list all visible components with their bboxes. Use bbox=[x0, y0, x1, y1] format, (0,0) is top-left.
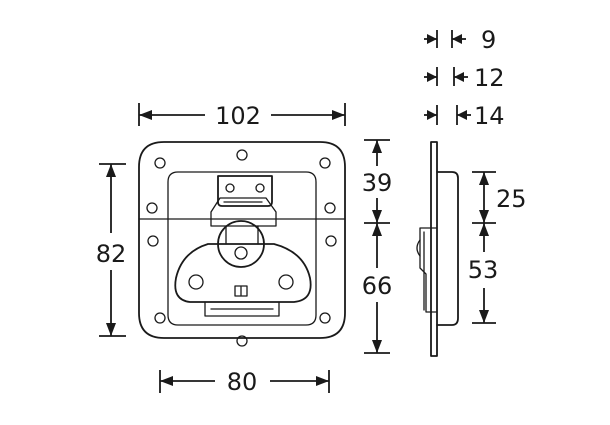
lock-marker bbox=[234, 285, 248, 297]
lever-boss-inner bbox=[234, 246, 248, 260]
dim-thickness: 9 12 14 bbox=[424, 26, 505, 130]
side-upper-label: 25 bbox=[496, 185, 527, 213]
side-lower-label: 53 bbox=[468, 256, 499, 284]
dim-side-heights: 25 53 bbox=[468, 171, 527, 324]
dim-overall-width: 102 bbox=[138, 102, 346, 130]
outer-plate bbox=[138, 141, 346, 339]
dim-upper-lower-height: 39 66 bbox=[362, 139, 393, 354]
mount-hole bbox=[324, 202, 336, 214]
side-dish bbox=[436, 171, 459, 326]
keeper-rivet bbox=[225, 183, 235, 193]
hook bbox=[210, 197, 277, 227]
upper-height-label: 39 bbox=[362, 169, 393, 197]
mount-hole bbox=[146, 202, 158, 214]
lever-boss bbox=[217, 220, 265, 268]
thickness-c-label: 14 bbox=[474, 102, 505, 130]
mount-hole bbox=[147, 235, 159, 247]
mount-hole bbox=[236, 335, 248, 347]
keeper bbox=[217, 175, 273, 207]
mount-hole bbox=[154, 312, 166, 324]
lever-body bbox=[174, 243, 312, 303]
mount-hole bbox=[154, 157, 166, 169]
mount-hole bbox=[236, 149, 248, 161]
base-width-label: 80 bbox=[227, 368, 258, 396]
mount-hole bbox=[325, 235, 337, 247]
thickness-b-label: 12 bbox=[474, 64, 505, 92]
dim-overall-height: 82 bbox=[96, 163, 127, 337]
thickness-a-label: 9 bbox=[481, 26, 496, 54]
mount-hole bbox=[319, 312, 331, 324]
dim-base-width: 80 bbox=[159, 368, 330, 396]
mount-hole bbox=[319, 157, 331, 169]
keeper-rivet bbox=[255, 183, 265, 193]
front-view bbox=[138, 141, 346, 347]
overall-width-label: 102 bbox=[215, 102, 261, 130]
side-lever bbox=[419, 227, 438, 313]
lever-hole bbox=[188, 274, 204, 290]
bottom-tab bbox=[204, 301, 280, 317]
side-view bbox=[416, 141, 459, 357]
side-flange bbox=[430, 141, 438, 357]
lower-height-label: 66 bbox=[362, 272, 393, 300]
overall-height-label: 82 bbox=[96, 240, 127, 268]
lever-hole bbox=[278, 274, 294, 290]
inner-dish bbox=[167, 171, 317, 326]
